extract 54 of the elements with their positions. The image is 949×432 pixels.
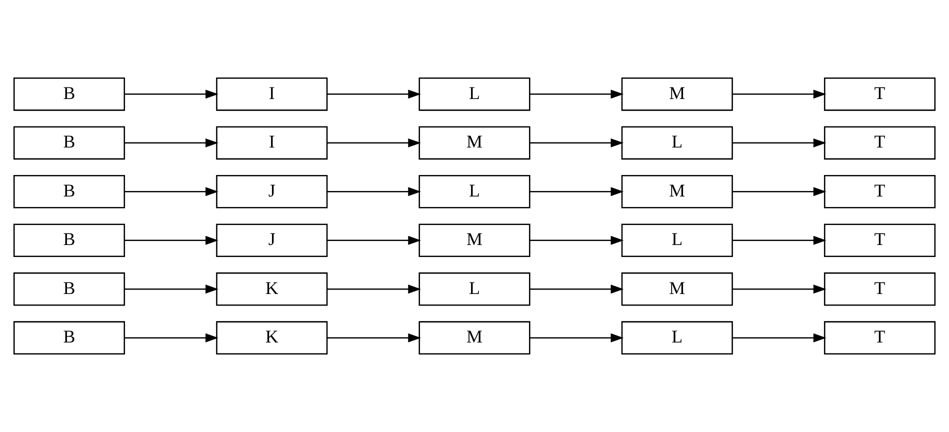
arrow — [530, 138, 624, 148]
arrow — [732, 90, 826, 99]
node-box: J — [216, 224, 328, 258]
arrow — [124, 284, 218, 294]
arrow — [530, 333, 624, 342]
arrow — [327, 284, 421, 294]
node-box: B — [13, 77, 126, 111]
node-box: T — [824, 321, 936, 355]
arrow — [124, 236, 218, 245]
arrow — [327, 90, 421, 99]
node-box: M — [418, 224, 530, 258]
arrow — [530, 284, 624, 294]
node-box: L — [621, 321, 733, 355]
arrow — [732, 333, 826, 342]
node-box: M — [621, 272, 733, 306]
node-box: B — [13, 272, 126, 306]
node-box: T — [824, 126, 936, 160]
node-box: L — [418, 174, 530, 208]
arrow — [327, 333, 421, 342]
node-box: J — [216, 174, 328, 208]
arrow — [327, 187, 421, 196]
arrow — [732, 138, 826, 148]
arrow — [732, 236, 826, 245]
node-box: I — [216, 126, 328, 160]
node-box: B — [13, 224, 126, 258]
node-box: K — [216, 321, 328, 355]
node-box: B — [13, 321, 126, 355]
node-box: T — [824, 224, 936, 258]
node-box: M — [418, 126, 530, 160]
node-box: M — [621, 174, 733, 208]
node-box: M — [418, 321, 530, 355]
node-box: B — [13, 174, 126, 208]
arrow — [732, 187, 826, 196]
arrow — [124, 333, 218, 342]
arrow — [530, 236, 624, 245]
node-box: K — [216, 272, 328, 306]
node-box: T — [824, 77, 936, 111]
arrow — [327, 138, 421, 148]
arrow — [732, 284, 826, 294]
node-box: L — [621, 224, 733, 258]
node-box: I — [216, 77, 328, 111]
node-box: T — [824, 272, 936, 306]
arrow — [327, 236, 421, 245]
arrow — [124, 138, 218, 148]
arrow — [124, 187, 218, 196]
node-box: T — [824, 174, 936, 208]
arrow — [530, 90, 624, 99]
arrow — [530, 187, 624, 196]
node-box: B — [13, 126, 126, 160]
arrow — [124, 90, 218, 99]
node-box: L — [621, 126, 733, 160]
node-box: M — [621, 77, 733, 111]
node-box: L — [418, 272, 530, 306]
node-box: L — [418, 77, 530, 111]
